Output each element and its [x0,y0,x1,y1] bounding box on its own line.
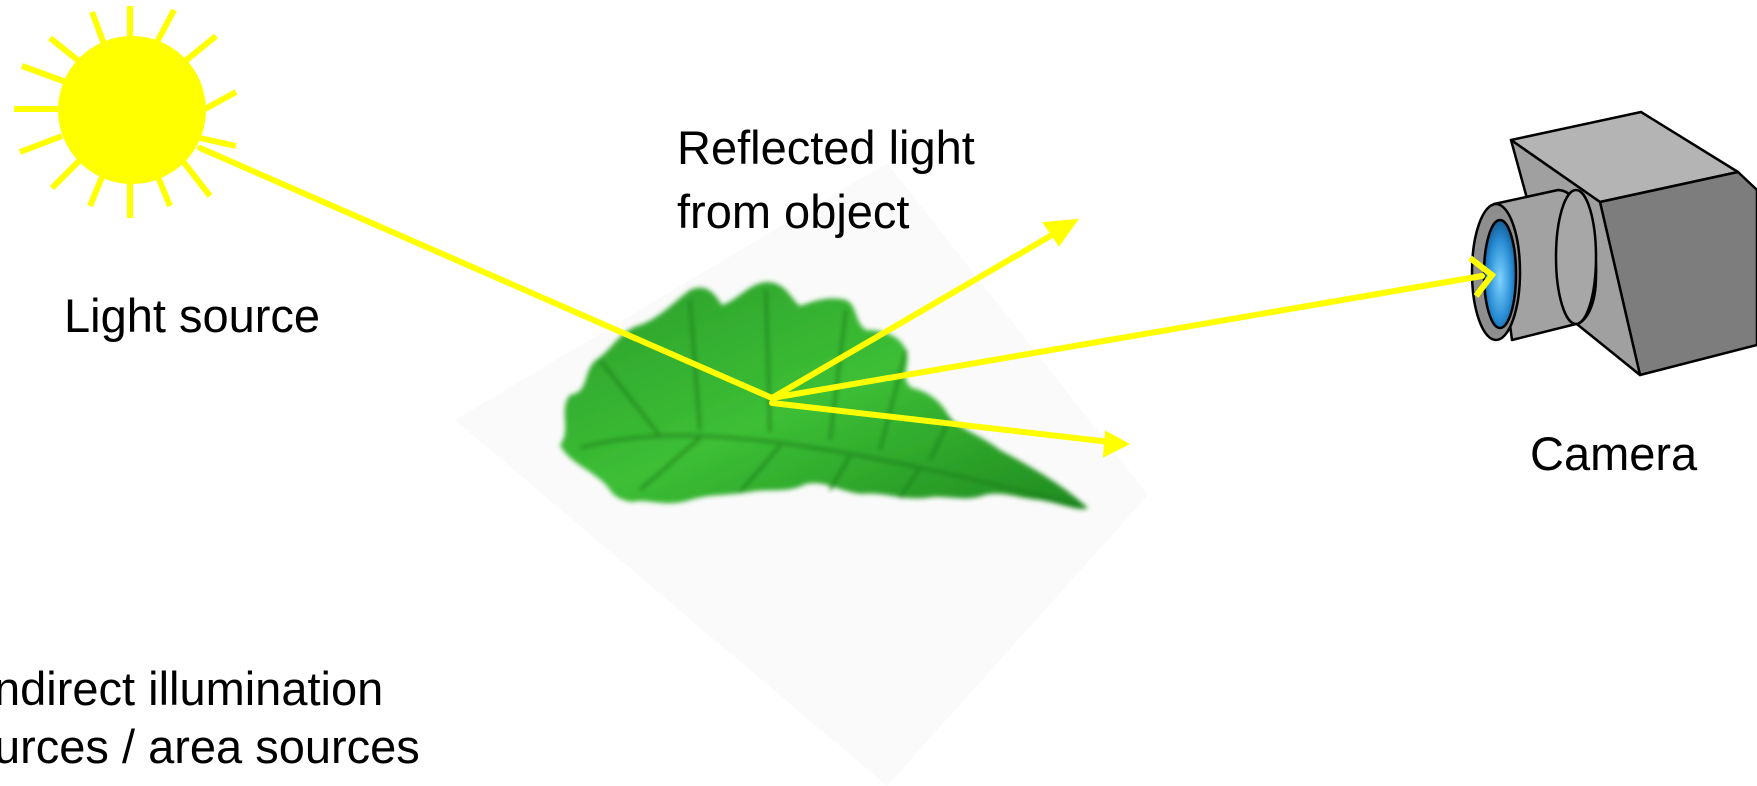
light-source-label: Light source [64,284,320,348]
reflected-label-line1: Reflected light [677,116,975,180]
indirect-label-line2: urces / area sources [0,718,420,776]
indirect-label-line1: ndirect illumination [0,660,420,718]
reflected-light-label: Reflected light from object [677,116,975,244]
reflected-label-line2: from object [677,180,975,244]
reflected-ray-right-arrowhead [1104,432,1128,456]
sun-icon [14,6,236,218]
camera-icon [1472,112,1757,375]
indirect-illumination-label: ndirect illumination urces / area source… [0,660,420,776]
reflected-ray-up-arrowhead [1044,220,1077,245]
camera-label: Camera [1530,422,1697,486]
